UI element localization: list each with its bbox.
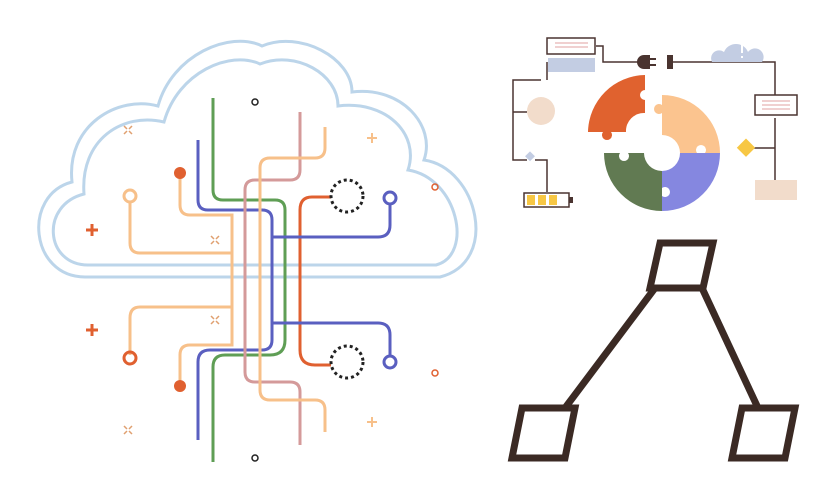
dashed-circle <box>329 178 365 214</box>
puzzle-flow <box>512 37 798 211</box>
node-bottom-right <box>727 404 800 462</box>
node-dot <box>174 380 186 392</box>
plus-icon <box>86 224 98 336</box>
connector-left <box>562 285 658 411</box>
node-circle <box>382 354 398 370</box>
circuit-line-blue-right <box>272 204 392 356</box>
circuit-line-red <box>298 195 331 367</box>
tree-diagram <box>507 239 800 462</box>
node-dot <box>174 167 186 179</box>
circuit-line-rose <box>243 112 302 445</box>
dashed-circle <box>329 344 365 380</box>
slate-block <box>548 58 595 72</box>
note-lines <box>555 42 588 48</box>
cloud-outline-inner <box>51 58 459 267</box>
puzzle-piece-violet <box>662 153 720 211</box>
node-circle <box>382 190 398 206</box>
circuit-line-blue <box>196 140 274 440</box>
plus-icon <box>367 133 377 427</box>
small-ring <box>431 183 439 191</box>
sand-block <box>755 180 797 200</box>
diamond-small <box>525 151 535 162</box>
puzzle-piece-orange <box>588 75 645 140</box>
small-ring <box>431 369 439 377</box>
sand-circle <box>527 97 555 125</box>
cloud-circuit <box>37 39 478 462</box>
puzzle-piece-green <box>604 153 662 211</box>
connector-right <box>698 286 762 410</box>
circuit-line-peach <box>258 127 327 432</box>
note-lines <box>762 100 790 110</box>
connector-lines <box>512 45 776 192</box>
circuit-line-green <box>211 98 287 462</box>
small-ring <box>251 454 259 462</box>
node-circle <box>122 188 138 204</box>
note-box <box>546 37 596 55</box>
sparkle-icon <box>123 125 220 435</box>
node-bottom-left <box>507 404 580 462</box>
cloud-outline-outer <box>37 39 478 279</box>
cloud-alert-icon <box>711 44 764 62</box>
diamond-yellow <box>736 138 756 157</box>
battery-cells <box>527 195 557 205</box>
puzzle-piece-peach <box>654 95 720 153</box>
circuit-line-peach-left <box>128 178 234 380</box>
node-circle <box>122 350 138 366</box>
plug-icon <box>637 55 673 69</box>
small-ring <box>251 98 259 106</box>
node-top <box>645 239 718 292</box>
battery-tip <box>569 197 573 203</box>
